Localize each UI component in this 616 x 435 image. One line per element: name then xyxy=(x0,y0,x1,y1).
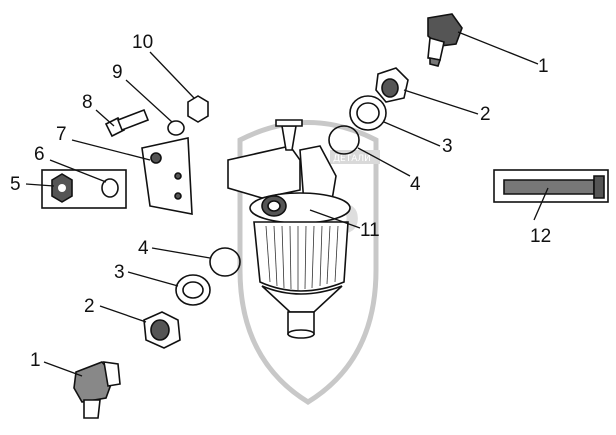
nut-washer-set xyxy=(41,169,127,209)
nut-top xyxy=(375,67,409,103)
callout-11: 11 xyxy=(360,220,380,241)
washer-top xyxy=(349,95,387,131)
callout-4-lower: 4 xyxy=(138,238,149,259)
callout-1-lower: 1 xyxy=(30,350,41,371)
elbow-fitting-top xyxy=(427,13,463,67)
bracket xyxy=(141,137,193,215)
bolt xyxy=(104,108,150,138)
callout-2-lower: 2 xyxy=(84,296,95,317)
washer-lower xyxy=(175,274,211,306)
callout-7: 7 xyxy=(56,124,67,145)
callout-6: 6 xyxy=(34,144,45,165)
elbow-fitting-lower xyxy=(73,361,121,419)
callout-10: 10 xyxy=(132,32,153,53)
callout-1-top: 1 xyxy=(538,56,549,77)
small-nut xyxy=(187,95,209,123)
callout-12: 12 xyxy=(530,226,551,247)
callout-3-top: 3 xyxy=(442,136,453,157)
watermark-badge: ДЕТАЛИ xyxy=(333,154,371,164)
o-ring-lower xyxy=(209,247,241,277)
callout-2-top: 2 xyxy=(480,104,491,125)
nut-lower xyxy=(143,311,181,349)
long-bolt xyxy=(493,169,609,203)
callout-labels: 1 2 3 4 11 12 10 9 8 7 6 5 4 3 2 1 xyxy=(10,32,551,371)
callout-9: 9 xyxy=(112,62,123,83)
callout-4-top: 4 xyxy=(410,174,421,195)
fuel-filter-assembly xyxy=(227,119,351,339)
o-ring-top xyxy=(328,125,360,155)
callout-3-lower: 3 xyxy=(114,262,125,283)
callout-5: 5 xyxy=(10,174,21,195)
callout-8: 8 xyxy=(82,92,93,113)
leader-lines xyxy=(25,31,549,377)
spring-washer xyxy=(167,120,185,136)
